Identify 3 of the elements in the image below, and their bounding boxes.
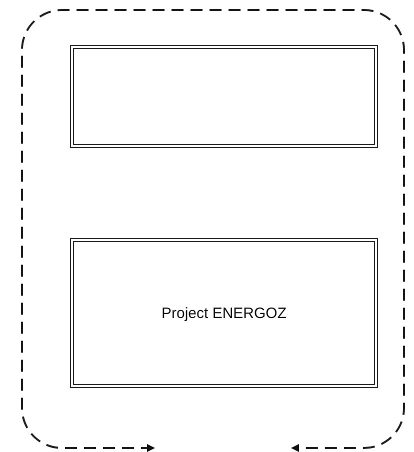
empty-box	[70, 45, 378, 148]
box-label: Project ENERGOZ	[161, 304, 287, 322]
process-box	[70, 238, 378, 388]
